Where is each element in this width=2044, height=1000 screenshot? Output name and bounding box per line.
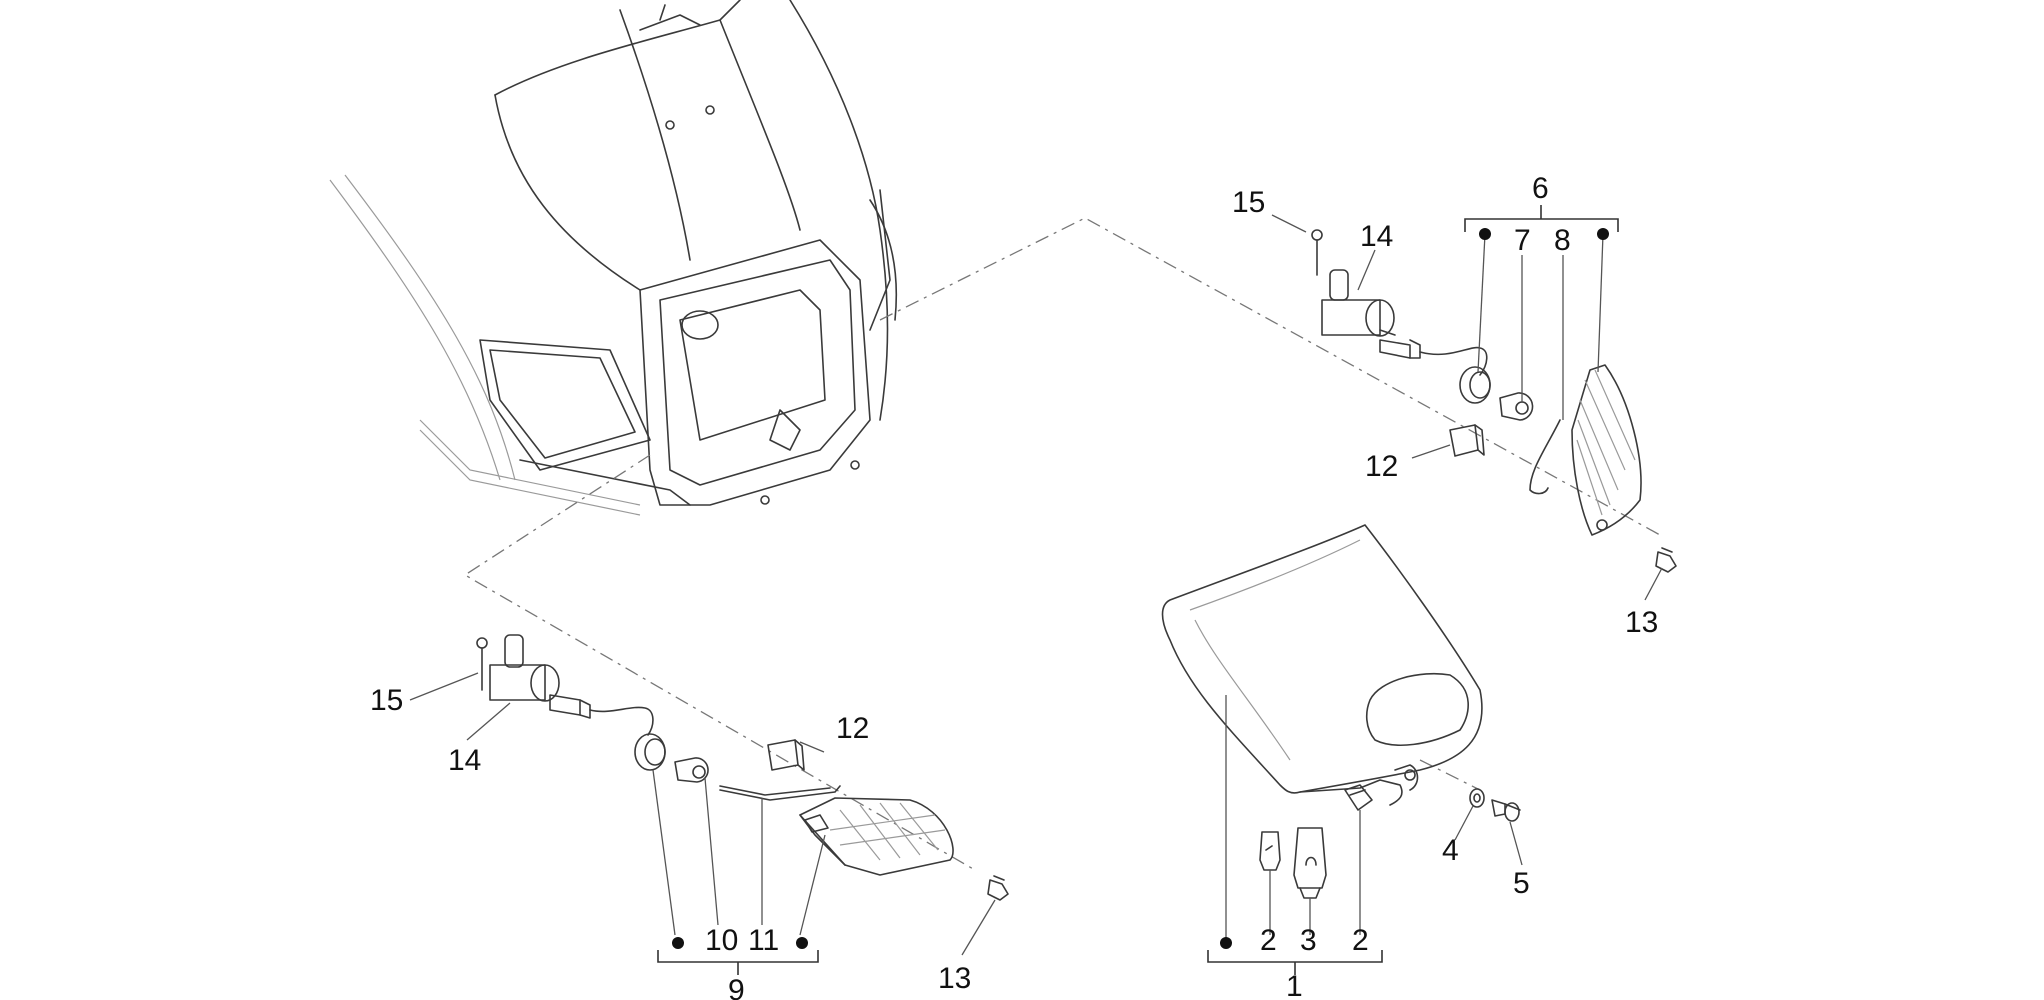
callout-7: 7	[1514, 224, 1531, 257]
callout-13-left: 13	[938, 962, 971, 995]
clip-item-12-right	[1449, 424, 1485, 457]
alignment-lines	[463, 217, 1661, 871]
callout-12-left: 12	[836, 712, 869, 745]
callout-4: 4	[1442, 834, 1459, 867]
pin-item-15-right	[1311, 229, 1323, 276]
tail-light-lens	[1161, 524, 1483, 806]
callout-labels: 15 14 6 7 8 12 13 15 14 12 10 11 9 13 2 …	[370, 172, 1658, 1000]
callout-11: 11	[748, 924, 779, 957]
callout-9: 9	[728, 974, 745, 1000]
callout-2-a: 2	[1260, 924, 1277, 957]
callout-14-right: 14	[1360, 220, 1393, 253]
bulb-item-2-a	[1259, 831, 1281, 871]
pin-item-15-left	[476, 637, 488, 691]
callout-2-b: 2	[1352, 924, 1369, 957]
callout-5: 5	[1513, 867, 1530, 900]
front-shield-body	[329, 0, 898, 516]
bulb-item-7-right	[1499, 392, 1534, 421]
bulb-socket-item-14-left	[489, 634, 560, 702]
bulb-item-2-b	[1344, 784, 1373, 811]
screw-item-5	[1491, 799, 1521, 822]
callout-15-right: 15	[1232, 186, 1265, 219]
callout-10: 10	[705, 924, 738, 957]
left-turn-signal-assembly	[476, 634, 1009, 901]
grommet-left	[634, 733, 666, 771]
callout-13-right: 13	[1625, 606, 1658, 639]
callout-15-left: 15	[370, 684, 403, 717]
bullet-dots	[672, 228, 1609, 949]
lens-left	[799, 797, 954, 876]
tail-light-assembly	[1161, 524, 1521, 899]
callout-14-left: 14	[448, 744, 481, 777]
callout-6: 6	[1532, 172, 1549, 205]
callout-8: 8	[1554, 224, 1571, 257]
callout-12-right: 12	[1365, 450, 1398, 483]
lens-right	[1571, 364, 1642, 536]
clip-item-12-left	[767, 739, 805, 771]
bulb-item-10-left	[674, 757, 709, 783]
washer-item-4	[1469, 788, 1485, 808]
bulb-item-3	[1293, 827, 1327, 899]
screw-item-13-left	[987, 875, 1009, 901]
callout-1: 1	[1286, 970, 1303, 1000]
group-brackets	[657, 205, 1619, 975]
gasket-item-11-left	[719, 785, 841, 801]
screw-item-13-right	[1655, 547, 1677, 573]
right-turn-signal-assembly	[1311, 229, 1677, 573]
callout-3: 3	[1300, 924, 1317, 957]
gasket-item-8-right	[1529, 419, 1561, 495]
leader-lines	[409, 214, 1663, 956]
grommet-right	[1459, 366, 1491, 404]
bulb-socket-item-14-right	[1321, 269, 1396, 337]
